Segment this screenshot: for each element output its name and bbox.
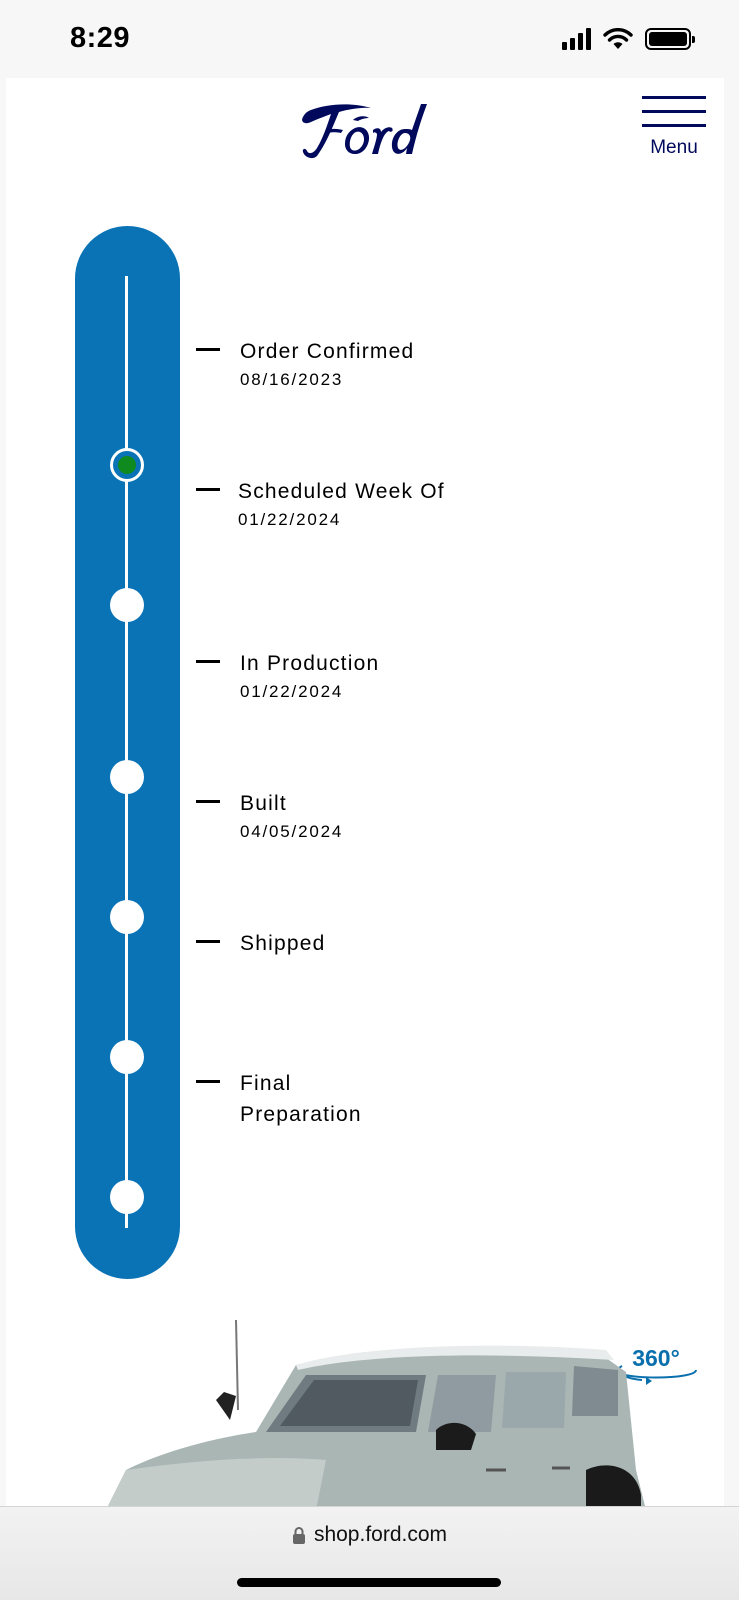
tracker-step: Shipped [196, 928, 476, 959]
status-bar: 8:29 [0, 0, 739, 78]
url-text: shop.ford.com [313, 1523, 448, 1546]
tracker-line [125, 276, 128, 1228]
tracker-step: In Production 01/22/2024 [196, 648, 476, 702]
tracker-step: Order Confirmed 08/16/2023 [196, 336, 476, 390]
step-dash [196, 940, 220, 943]
tracker-node-order-confirmed [110, 448, 144, 482]
tracker-node-shipped [110, 1040, 144, 1074]
menu-icon [642, 96, 706, 127]
battery-icon [645, 28, 695, 50]
step-label: In Production [240, 652, 380, 675]
status-icons [562, 28, 695, 50]
tracker-step: Built 04/05/2024 [196, 788, 476, 842]
step-label: Order Confirmed [240, 340, 415, 363]
step-dash [196, 348, 220, 351]
lock-icon [292, 1527, 305, 1544]
page-content: Menu Order Confirmed 08/16/2023 Schedule… [6, 78, 724, 1508]
url-field[interactable]: shop.ford.com [0, 1523, 739, 1547]
step-date: 08/16/2023 [240, 370, 344, 389]
step-label: Built [240, 792, 287, 815]
step-date: 01/22/2024 [238, 510, 342, 529]
tracker-step: Scheduled Week Of 01/22/2024 [196, 476, 446, 530]
tracker-step: Final Preparation [196, 1068, 476, 1130]
step-dash [196, 1080, 220, 1083]
step-dash [196, 660, 220, 663]
step-label: Scheduled Week Of [238, 480, 445, 503]
badge-360-text: 360° [632, 1345, 680, 1371]
menu-button[interactable]: Menu [642, 96, 706, 159]
tracker-node-built [110, 900, 144, 934]
step-date: 01/22/2024 [240, 682, 344, 701]
vehicle-image[interactable] [66, 1320, 724, 1508]
step-dash [196, 488, 220, 491]
order-tracker [75, 226, 180, 1279]
tracker-node-scheduled [110, 588, 144, 622]
step-date: 04/05/2024 [240, 822, 344, 841]
status-time: 8:29 [70, 22, 131, 54]
menu-label: Menu [650, 137, 698, 158]
tracker-node-final-preparation [110, 1180, 144, 1214]
ford-logo[interactable] [293, 96, 443, 162]
signal-icon [562, 28, 591, 50]
step-label: Shipped [240, 932, 326, 955]
step-dash [196, 800, 220, 803]
tracker-node-in-production [110, 760, 144, 794]
step-label: Final Preparation [240, 1072, 362, 1126]
wifi-icon [603, 28, 633, 49]
home-indicator[interactable] [237, 1578, 501, 1587]
browser-url-bar[interactable]: shop.ford.com [0, 1506, 739, 1600]
